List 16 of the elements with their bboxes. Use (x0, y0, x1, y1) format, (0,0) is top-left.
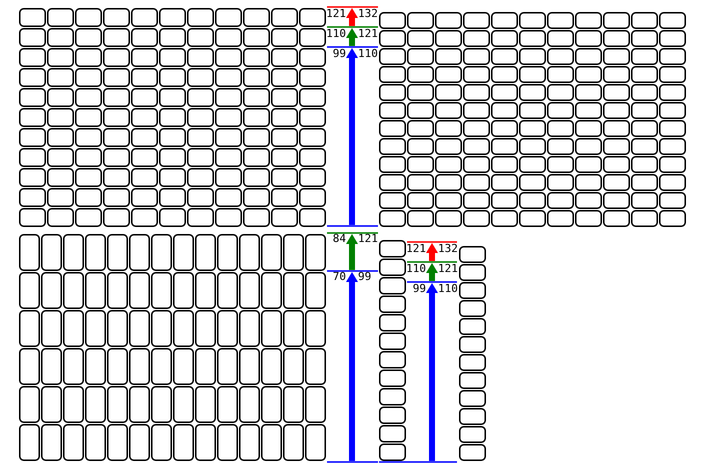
range-value: 110 (438, 283, 458, 295)
range-value: 121 (358, 28, 378, 40)
range-value: 110 (406, 263, 426, 275)
range-value: 99 (412, 283, 426, 295)
range-value: 70 (332, 271, 346, 283)
range-value: 110 (358, 48, 378, 60)
range-value: 132 (358, 8, 378, 20)
range-value: 84 (332, 233, 346, 245)
range-value: 121 (438, 263, 458, 275)
range-value: 110 (326, 28, 346, 40)
range-value: 121 (326, 8, 346, 20)
range-value: 121 (406, 243, 426, 255)
range-value: 121 (358, 233, 378, 245)
range-value: 99 (332, 48, 346, 60)
range-value: 99 (358, 271, 372, 283)
range-value: 132 (438, 243, 458, 255)
